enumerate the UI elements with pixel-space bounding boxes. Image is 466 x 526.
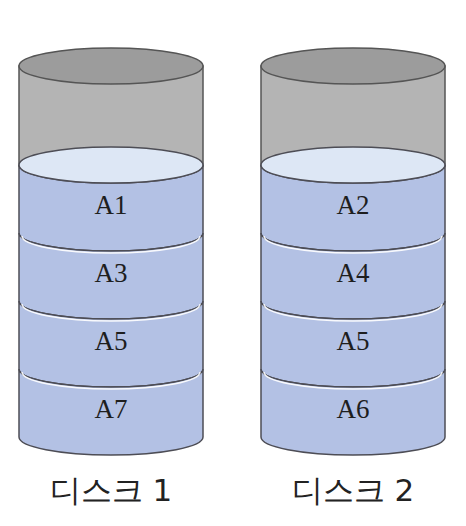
- block-separator: [22, 236, 200, 253]
- block-surface: [261, 147, 445, 183]
- block-label: A2: [261, 190, 445, 221]
- block-body: [19, 369, 203, 455]
- block-body: [261, 301, 445, 387]
- block-body: [19, 301, 203, 387]
- block-label: A3: [19, 258, 203, 289]
- block-label: A5: [19, 326, 203, 357]
- disk-top: [261, 48, 445, 84]
- block-body: [261, 369, 445, 455]
- block-separator: [264, 236, 442, 253]
- data-block: A4: [261, 215, 445, 319]
- disk-cylinder: 디스크 2 A2A4A5A6: [259, 40, 447, 520]
- disk-cylinder: 디스크 1 A1A3A5A7: [17, 40, 205, 520]
- block-label: A4: [261, 258, 445, 289]
- data-block: A7: [19, 351, 203, 455]
- block-body: [19, 233, 203, 319]
- block-label: A1: [19, 190, 203, 221]
- data-block: A5: [19, 283, 203, 387]
- block-separator: [22, 372, 200, 389]
- disk-top: [19, 48, 203, 84]
- block-surface: [19, 147, 203, 183]
- block-separator: [264, 304, 442, 321]
- data-block: A1: [19, 147, 203, 251]
- data-block: A5: [261, 283, 445, 387]
- disk-label: 디스크 2: [259, 470, 447, 512]
- block-label: A6: [261, 394, 445, 425]
- block-separator: [264, 372, 442, 389]
- block-label: A7: [19, 394, 203, 425]
- block-label: A5: [261, 326, 445, 357]
- data-block: A2: [261, 147, 445, 251]
- data-block: A3: [19, 215, 203, 319]
- block-separator: [22, 304, 200, 321]
- disk-label: 디스크 1: [17, 470, 205, 512]
- data-block: A6: [261, 351, 445, 455]
- block-body: [261, 233, 445, 319]
